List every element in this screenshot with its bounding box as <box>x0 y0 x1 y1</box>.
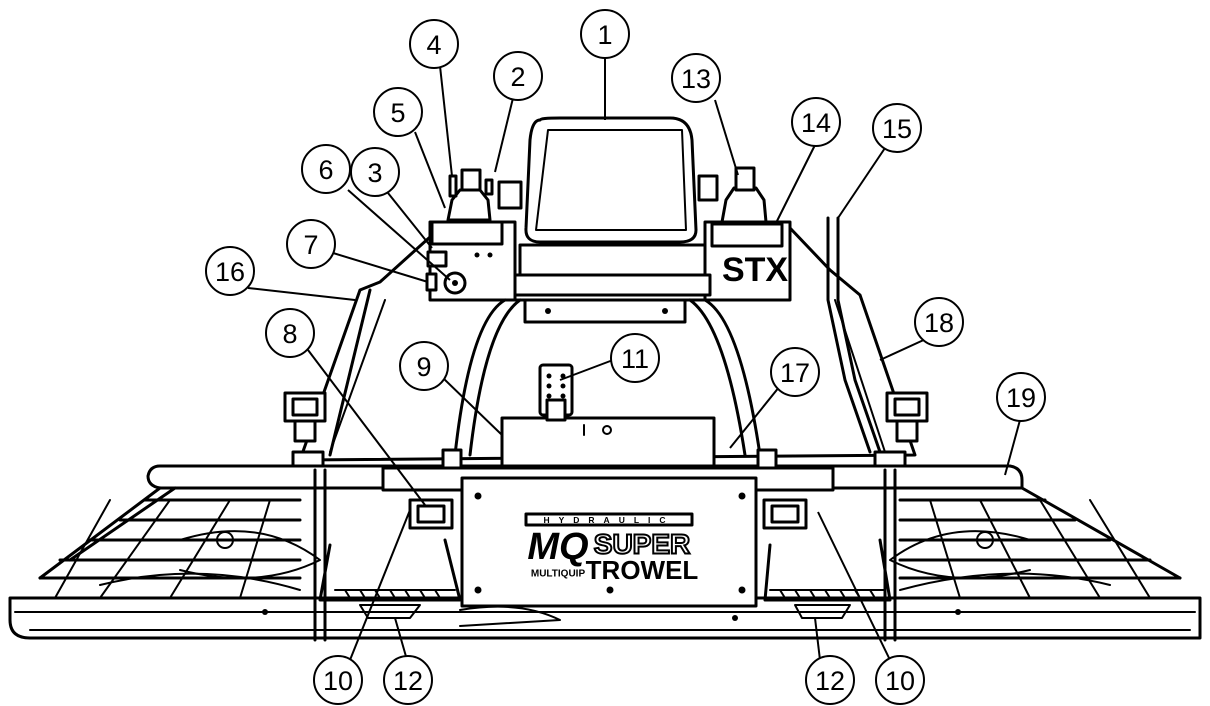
callout-12-right: 12 <box>805 655 855 705</box>
svg-text:2: 2 <box>510 62 525 92</box>
callout-8: 8 <box>265 308 315 358</box>
svg-text:12: 12 <box>393 666 423 696</box>
callout-6: 6 <box>301 144 351 194</box>
callout-16: 16 <box>205 246 255 296</box>
svg-text:9: 9 <box>416 352 431 382</box>
super-label: SUPER <box>594 529 690 560</box>
callout-2: 2 <box>493 51 543 101</box>
indicator-light <box>425 272 438 292</box>
leader-lines <box>247 58 1021 661</box>
callout-11: 11 <box>610 333 660 383</box>
svg-text:5: 5 <box>390 98 405 128</box>
work-lights <box>283 391 929 530</box>
svg-text:14: 14 <box>801 108 831 138</box>
callout-3: 3 <box>350 147 400 197</box>
callout-14: 14 <box>791 97 841 147</box>
multiquip-label: MULTIQUIP <box>531 569 586 580</box>
svg-text:16: 16 <box>215 257 245 287</box>
guard-ring-lower-rail <box>8 596 1202 640</box>
svg-text:3: 3 <box>367 158 382 188</box>
callout-12-left: 12 <box>383 655 433 705</box>
callouts: 1 2 3 4 5 6 7 8 9 10 10 11 12 12 13 14 1… <box>205 9 1046 705</box>
callout-19: 19 <box>996 372 1046 422</box>
operator-seat <box>524 116 698 244</box>
callout-9: 9 <box>399 341 449 391</box>
remote-pendant <box>538 363 574 422</box>
callout-13: 13 <box>671 53 721 103</box>
callout-18: 18 <box>914 297 964 347</box>
callout-17: 17 <box>770 347 820 397</box>
svg-text:13: 13 <box>681 64 711 94</box>
callout-7: 7 <box>286 219 336 269</box>
svg-text:10: 10 <box>885 666 915 696</box>
callout-1: 1 <box>580 9 630 59</box>
svg-text:19: 19 <box>1006 383 1036 413</box>
model-decal-stx: STX <box>722 251 788 289</box>
callout-10-left: 10 <box>313 655 363 705</box>
front-panel: HYDRAULIC MQ MULTIQUIP SUPER TROWEL <box>262 466 961 627</box>
svg-text:4: 4 <box>426 30 441 60</box>
svg-text:12: 12 <box>815 666 845 696</box>
callout-4: 4 <box>409 19 459 69</box>
svg-text:11: 11 <box>621 344 649 374</box>
svg-text:1: 1 <box>597 20 612 50</box>
hydraulic-label: HYDRAULIC <box>543 515 674 525</box>
callout-15: 15 <box>872 103 922 153</box>
left-joystick <box>446 168 494 222</box>
svg-text:6: 6 <box>318 155 333 185</box>
seat-base <box>518 243 707 277</box>
mq-logo: MQ <box>527 526 588 568</box>
callout-10-right: 10 <box>875 655 925 705</box>
right-joystick <box>720 166 768 224</box>
svg-text:15: 15 <box>882 114 912 144</box>
svg-text:7: 7 <box>303 230 318 260</box>
callout-5: 5 <box>373 87 423 137</box>
svg-text:10: 10 <box>323 666 353 696</box>
svg-text:8: 8 <box>282 319 297 349</box>
logo-panel <box>460 476 758 608</box>
svg-text:17: 17 <box>780 358 810 388</box>
svg-text:18: 18 <box>924 308 954 338</box>
trowel-label: TROWEL <box>586 555 699 585</box>
